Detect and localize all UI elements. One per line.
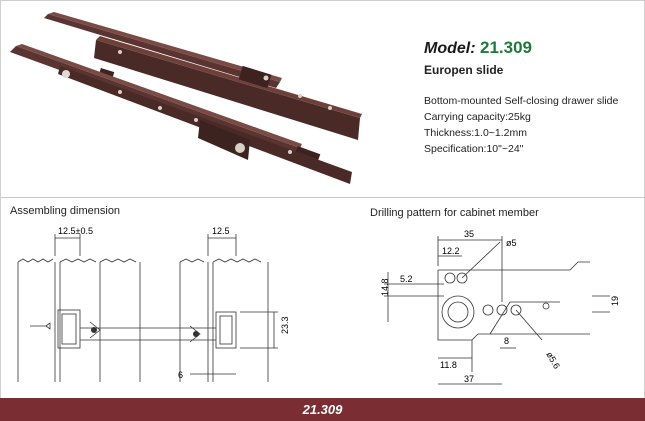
dim-label: 37 [464, 374, 474, 384]
footer-bar: 21.309 [0, 398, 645, 421]
model-prefix: Model: [424, 40, 476, 57]
drilling-title: Drilling pattern for cabinet member [370, 207, 539, 219]
dim-label: 23.3 [280, 316, 290, 334]
drilling-drawing: 35 12.2 ø5 5.2 14.8 11.8 8 37 ø5.6 19 [380, 229, 620, 385]
assembling-drawing: 12.5±0.5 12.5 23.3 6 [17, 226, 290, 382]
screw-icons [91, 327, 199, 337]
spec-item: Bottom-mounted Self-closing drawer slide [424, 95, 619, 107]
model-info: Model: 21.309 Europen slide Bottom-mount… [424, 38, 639, 157]
lower-rail [10, 44, 352, 184]
dim-label: 12.5±0.5 [58, 226, 93, 236]
dim-label: 11.8 [440, 360, 457, 370]
dim-label: 19 [610, 296, 620, 306]
dim-label: ø5.6 [544, 350, 562, 371]
dim-label: 12.2 [442, 246, 460, 256]
spec-item: Specification:10"~24" [424, 143, 524, 155]
dim-label: ø5 [506, 238, 517, 248]
model-number: 21.309 [480, 38, 532, 57]
dim-label: 6 [178, 370, 183, 380]
spec-list: Bottom-mounted Self-closing drawer slide… [424, 93, 639, 157]
product-subtitle: Europen slide [424, 63, 504, 77]
dim-label: 14.8 [380, 278, 390, 296]
dim-label: 8 [504, 336, 509, 346]
assembling-title: Assembling dimension [10, 205, 121, 217]
product-photo [10, 12, 362, 184]
spec-item: Thickness:1.0~1.2mm [424, 127, 528, 139]
spec-item: Carrying capacity:25kg [424, 111, 531, 123]
dim-label: 35 [464, 229, 474, 239]
footer-model-number: 21.309 [302, 402, 343, 417]
dim-label: 12.5 [212, 226, 230, 236]
section-divider [0, 197, 645, 198]
dim-label: 5.2 [400, 274, 413, 284]
model-heading: Model: 21.309 [424, 38, 639, 58]
upper-rail [44, 12, 362, 140]
